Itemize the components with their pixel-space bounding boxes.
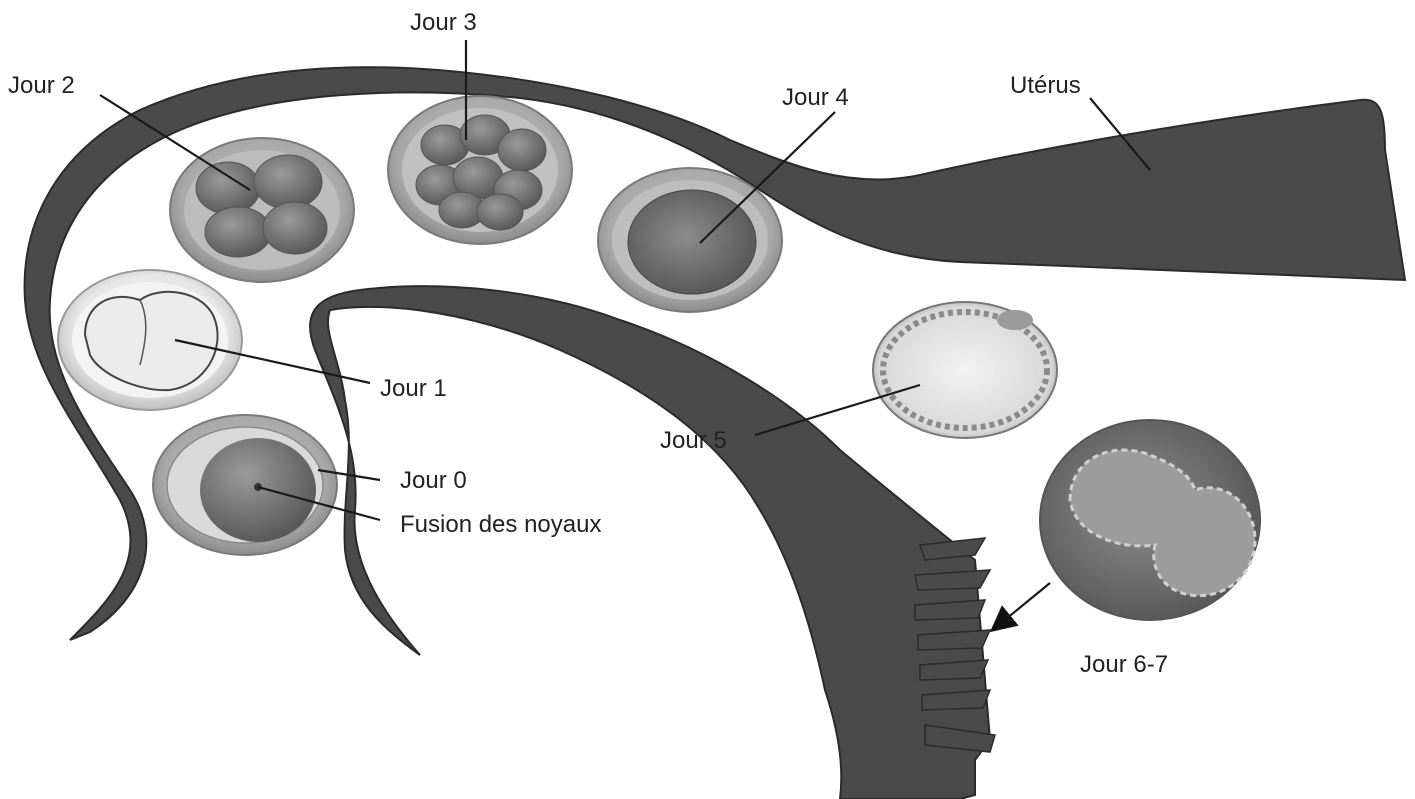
label-jour0: Jour 0 [400,467,467,494]
label-jour1: Jour 1 [380,375,447,402]
label-uterus: Utérus [1010,72,1081,99]
embryo-day5 [873,302,1057,438]
label-jour3: Jour 3 [410,9,477,36]
label-jour5: Jour 5 [660,427,727,454]
label-fusion: Fusion des noyaux [400,511,601,538]
embryo-day0 [153,415,337,555]
embryo-day2 [170,138,354,282]
label-jour4: Jour 4 [782,84,849,111]
arrow-jour6-7 [995,583,1050,628]
embryo-day1 [58,270,242,410]
embryo-day6-7 [1040,420,1260,620]
label-jour2: Jour 2 [8,72,75,99]
embryo-day3 [388,96,572,244]
label-jour6-7: Jour 6-7 [1080,651,1168,678]
